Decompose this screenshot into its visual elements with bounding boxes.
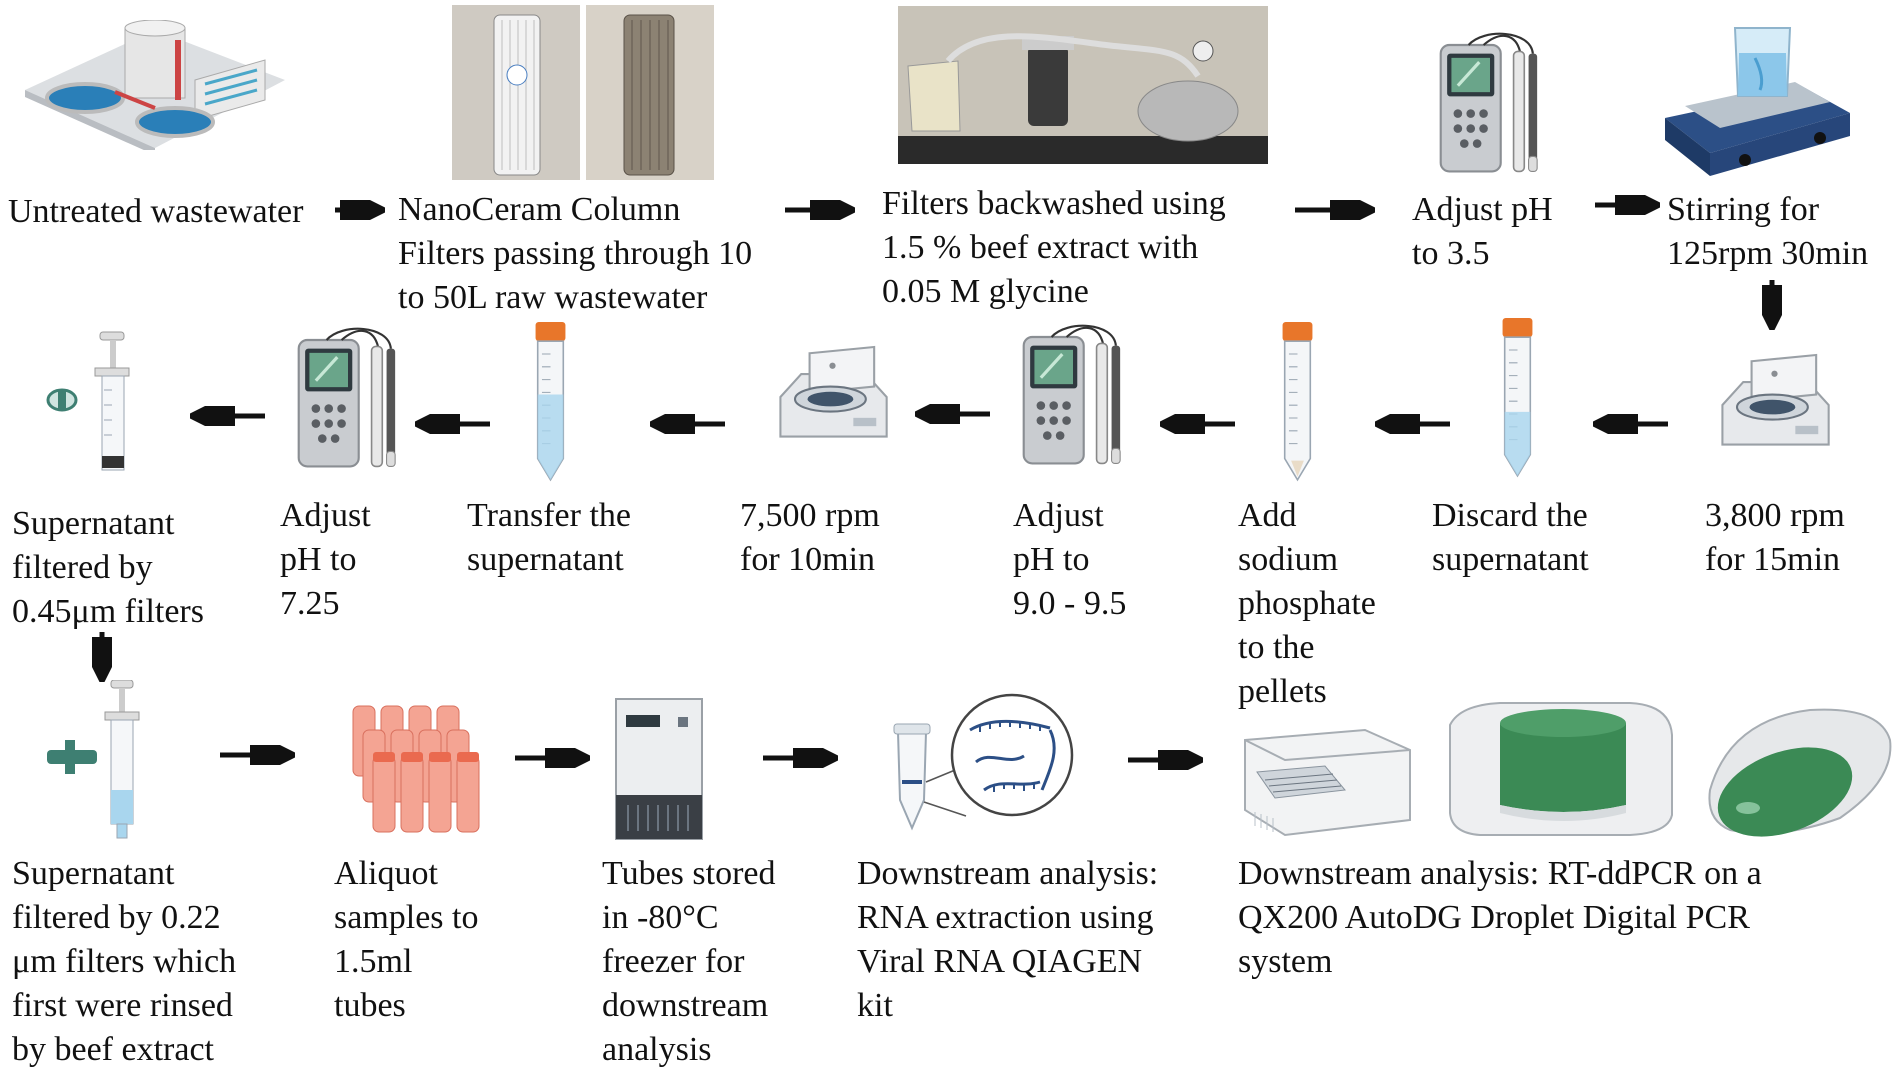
arrow-right [1128, 750, 1203, 770]
freezer-icon [608, 695, 708, 845]
arrow-left [415, 414, 490, 434]
arrow-down [1762, 280, 1782, 330]
step-centrifuge-3800: 3,800 rpm for 15min [1705, 497, 1845, 578]
rna-extraction-icon [890, 690, 1080, 835]
step-discard-supernatant: Discard the supernatant [1432, 497, 1589, 578]
step-transfer-supernatant: Transfer the supernatant [467, 497, 631, 578]
wastewater-plant-icon [25, 20, 285, 150]
conical-tube-icon [1275, 322, 1320, 482]
aliquot-vials-icon [345, 700, 485, 840]
step-adjust-ph-9: Adjust pH to 9.0 - 9.5 [1013, 497, 1127, 622]
arrow-right [335, 200, 385, 220]
ph-meter-icon [1018, 322, 1128, 472]
centrifuge-icon [1712, 350, 1837, 460]
step-adjust-ph-3-5: Adjust pH to 3.5 [1412, 191, 1553, 272]
step-freezer-storage: Tubes stored in -80°C freezer for downst… [602, 855, 776, 1068]
arrow-left [650, 414, 725, 434]
arrow-left [1160, 414, 1235, 434]
magnetic-stirrer-icon [1655, 18, 1855, 178]
step-stirring: Stirring for 125rpm 30min [1667, 191, 1869, 272]
step-rna-extraction: Downstream analysis: RNA extraction usin… [857, 855, 1159, 1024]
ddpcr-reader-icon [1700, 700, 1895, 840]
centrifuge-icon [770, 342, 895, 452]
step-nanoceram-filters: NanoCeram Column Filters passing through… [398, 191, 753, 316]
conical-tube-icon [528, 322, 573, 482]
step-aliquot: Aliquot samples to 1.5ml tubes [334, 855, 479, 1024]
step-filter-0-22: Supernatant filtered by 0.22 μm filters … [12, 855, 237, 1068]
nanoceram-filter-photo [452, 5, 580, 180]
arrow-left [915, 404, 990, 424]
droplet-reader-icon [1440, 695, 1680, 840]
step-backwash: Filters backwashed using 1.5 % beef extr… [882, 185, 1226, 310]
step-rt-ddpcr: Downstream analysis: RT-ddPCR on a QX200… [1238, 855, 1762, 980]
arrow-right [763, 748, 838, 768]
ph-meter-icon [1435, 30, 1545, 180]
autodg-droplet-generator-icon [1235, 700, 1415, 840]
step-adjust-ph-7-25: Adjust pH to 7.25 [280, 497, 371, 622]
arrow-right [1595, 195, 1660, 215]
arrow-left [1375, 414, 1450, 434]
arrow-right [1295, 200, 1375, 220]
step-centrifuge-7500: 7,500 rpm for 10min [740, 497, 880, 578]
conical-tube-icon [1495, 318, 1540, 478]
step-add-sodium-phosphate: Add sodium phosphate to the pellets [1238, 497, 1376, 710]
used-filter-photo [586, 5, 714, 180]
arrow-left [190, 406, 265, 426]
syringe-filter-icon [45, 680, 165, 840]
syringe-filter-icon [40, 330, 160, 480]
ph-meter-icon [293, 325, 403, 475]
arrow-right [785, 200, 855, 220]
arrow-right [515, 748, 590, 768]
step-untreated-wastewater: Untreated wastewater [8, 193, 304, 230]
arrow-right [220, 745, 295, 765]
step-filter-0-45: Supernatant filtered by 0.45μm filters [12, 505, 204, 630]
arrow-down [92, 632, 112, 682]
arrow-left [1593, 414, 1668, 434]
backwash-setup-photo [898, 6, 1268, 164]
